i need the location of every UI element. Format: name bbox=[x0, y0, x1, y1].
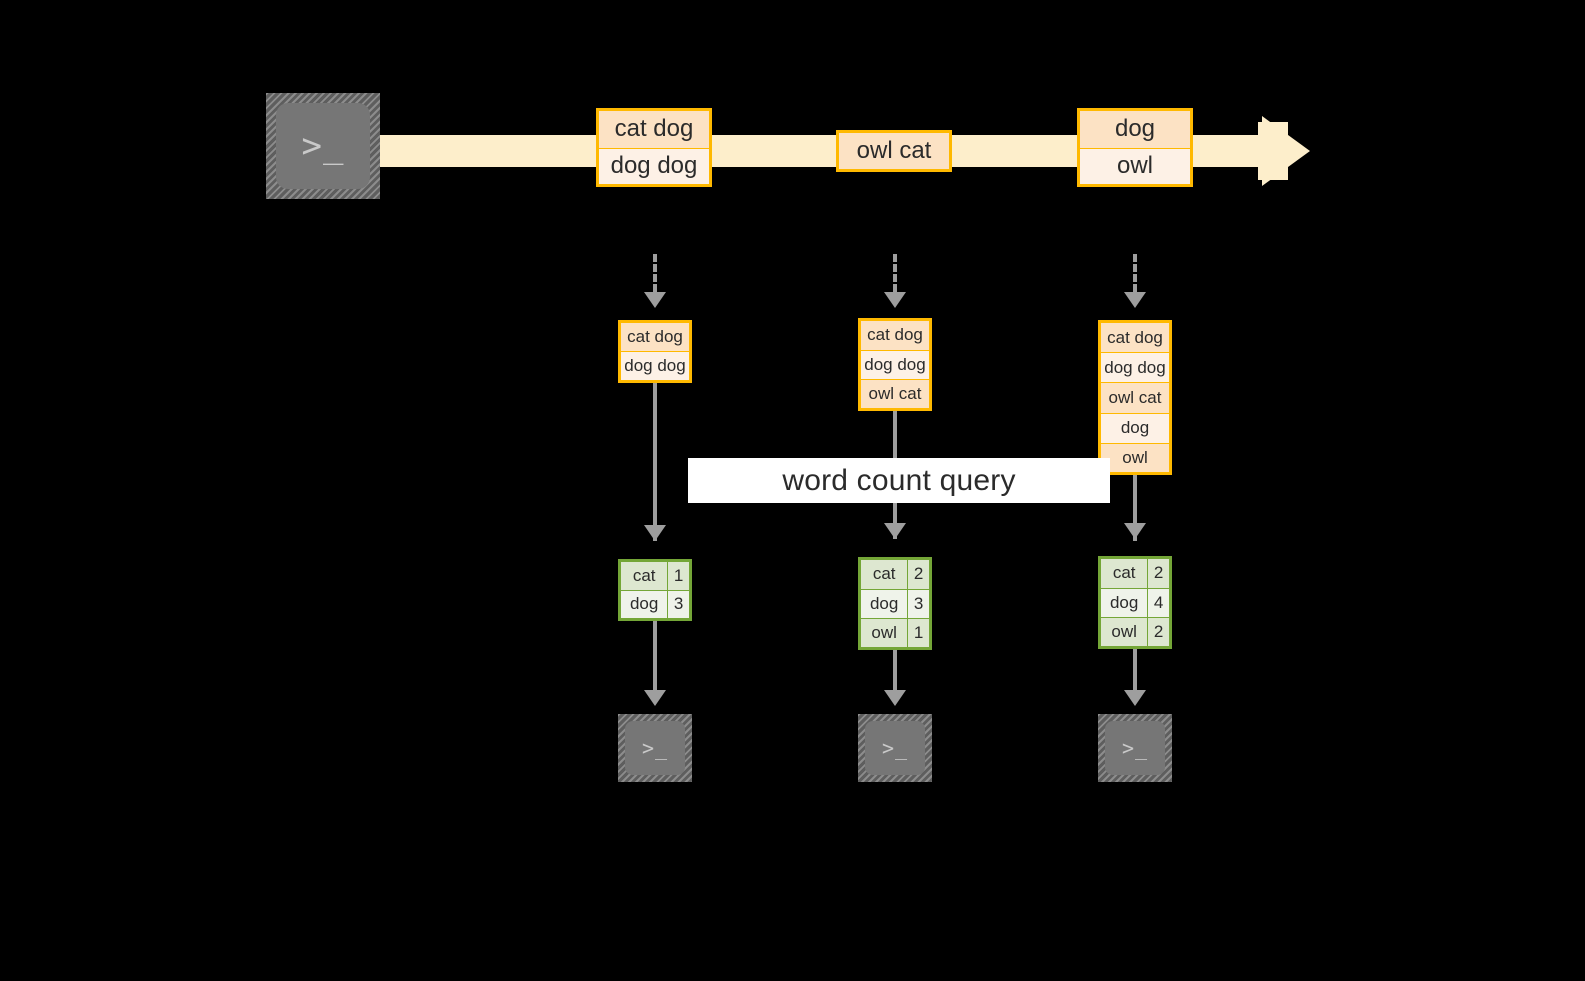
trigger-1-query-connector bbox=[653, 383, 657, 541]
trigger-2-accumulated-records[interactable]: cat dog dog dog owl cat bbox=[858, 318, 932, 411]
trigger-3-dashed-arrowhead bbox=[1124, 292, 1146, 308]
trigger-3-sink-terminal-icon[interactable]: >_ bbox=[1098, 714, 1172, 782]
result-word: dog bbox=[1101, 588, 1149, 618]
trigger-3-accumulated-records[interactable]: cat dog dog dog owl cat dog owl bbox=[1098, 320, 1172, 475]
trigger-2-sink-terminal-icon[interactable]: >_ bbox=[858, 714, 932, 782]
table-row[interactable]: cat 1 bbox=[621, 562, 689, 590]
trigger-1-sink-arrowhead bbox=[644, 690, 666, 706]
trigger-1-dashed-connector bbox=[653, 254, 657, 292]
trigger-2-sink-arrowhead bbox=[884, 690, 906, 706]
trigger-2-dashed-connector bbox=[893, 254, 897, 292]
accumulated-line: cat dog bbox=[861, 321, 929, 350]
accumulated-line: dog dog bbox=[1101, 352, 1169, 383]
trigger-2-sink-connector bbox=[893, 650, 897, 693]
accumulated-line: cat dog bbox=[1101, 323, 1169, 353]
terminal-screen: >_ bbox=[625, 721, 685, 775]
accumulated-line: dog bbox=[1101, 412, 1169, 443]
table-row[interactable]: cat 2 bbox=[861, 560, 929, 589]
result-word: cat bbox=[621, 562, 669, 590]
stream-batch-3-line: owl bbox=[1080, 147, 1190, 184]
stream-batch-1-line: cat dog bbox=[599, 111, 709, 148]
source-terminal-icon[interactable]: >_ bbox=[266, 93, 380, 199]
table-row[interactable]: dog 3 bbox=[621, 589, 689, 618]
accumulated-line: owl bbox=[1101, 442, 1169, 472]
accumulated-line: owl cat bbox=[1101, 382, 1169, 413]
result-count: 2 bbox=[908, 560, 929, 589]
result-count: 3 bbox=[668, 590, 689, 618]
terminal-prompt-glyph: >_ bbox=[881, 736, 909, 760]
trigger-3-query-connector bbox=[1133, 475, 1137, 541]
trigger-3-result-table[interactable]: cat 2 dog 4 owl 2 bbox=[1098, 556, 1172, 649]
input-stream-arrowhead bbox=[1262, 116, 1310, 186]
result-count: 1 bbox=[908, 619, 929, 647]
trigger-2-query-arrowhead bbox=[884, 523, 906, 539]
stream-batch-1[interactable]: cat dog dog dog bbox=[596, 108, 712, 187]
stream-batch-3-line: dog bbox=[1080, 111, 1190, 148]
trigger-1-sink-terminal-icon[interactable]: >_ bbox=[618, 714, 692, 782]
table-row[interactable]: dog 4 bbox=[1101, 587, 1169, 618]
result-count: 2 bbox=[1148, 618, 1169, 646]
accumulated-line: owl cat bbox=[861, 379, 929, 408]
result-word: owl bbox=[1101, 618, 1149, 646]
stream-batch-2-line: owl cat bbox=[839, 133, 949, 169]
trigger-1-query-arrowhead bbox=[644, 525, 666, 541]
result-word: dog bbox=[861, 589, 909, 619]
query-label: word count query bbox=[782, 463, 1016, 497]
result-word: cat bbox=[1101, 559, 1149, 588]
result-count: 2 bbox=[1148, 559, 1169, 588]
trigger-1-result-table[interactable]: cat 1 dog 3 bbox=[618, 559, 692, 621]
trigger-3-query-arrowhead bbox=[1124, 523, 1146, 539]
trigger-3-sink-arrowhead bbox=[1124, 690, 1146, 706]
result-count: 3 bbox=[908, 589, 929, 619]
accumulated-line: dog dog bbox=[621, 351, 689, 380]
result-word: cat bbox=[861, 560, 909, 589]
stream-batch-2[interactable]: owl cat bbox=[836, 130, 952, 172]
stream-batch-1-line: dog dog bbox=[599, 147, 709, 184]
trigger-1-accumulated-records[interactable]: cat dog dog dog bbox=[618, 320, 692, 383]
result-word: dog bbox=[621, 590, 669, 618]
stream-batch-3[interactable]: dog owl bbox=[1077, 108, 1193, 187]
terminal-screen: >_ bbox=[865, 721, 925, 775]
trigger-2-result-table[interactable]: cat 2 dog 3 owl 1 bbox=[858, 557, 932, 650]
trigger-1-sink-connector bbox=[653, 621, 657, 693]
terminal-prompt-glyph: >_ bbox=[641, 736, 669, 760]
trigger-1-dashed-arrowhead bbox=[644, 292, 666, 308]
table-row[interactable]: owl 1 bbox=[861, 618, 929, 647]
table-row[interactable]: cat 2 bbox=[1101, 559, 1169, 588]
table-row[interactable]: owl 2 bbox=[1101, 617, 1169, 646]
terminal-prompt-glyph: >_ bbox=[301, 126, 345, 166]
result-count: 4 bbox=[1148, 588, 1169, 618]
query-banner: word count query bbox=[688, 458, 1110, 503]
accumulated-line: dog dog bbox=[861, 349, 929, 380]
terminal-screen: >_ bbox=[1105, 721, 1165, 775]
result-word: owl bbox=[861, 619, 909, 647]
trigger-3-dashed-connector bbox=[1133, 254, 1137, 292]
accumulated-line: cat dog bbox=[621, 323, 689, 352]
trigger-2-dashed-arrowhead bbox=[884, 292, 906, 308]
table-row[interactable]: dog 3 bbox=[861, 588, 929, 619]
terminal-screen: >_ bbox=[276, 103, 370, 189]
trigger-3-sink-connector bbox=[1133, 649, 1137, 693]
terminal-prompt-glyph: >_ bbox=[1121, 736, 1149, 760]
result-count: 1 bbox=[668, 562, 689, 590]
